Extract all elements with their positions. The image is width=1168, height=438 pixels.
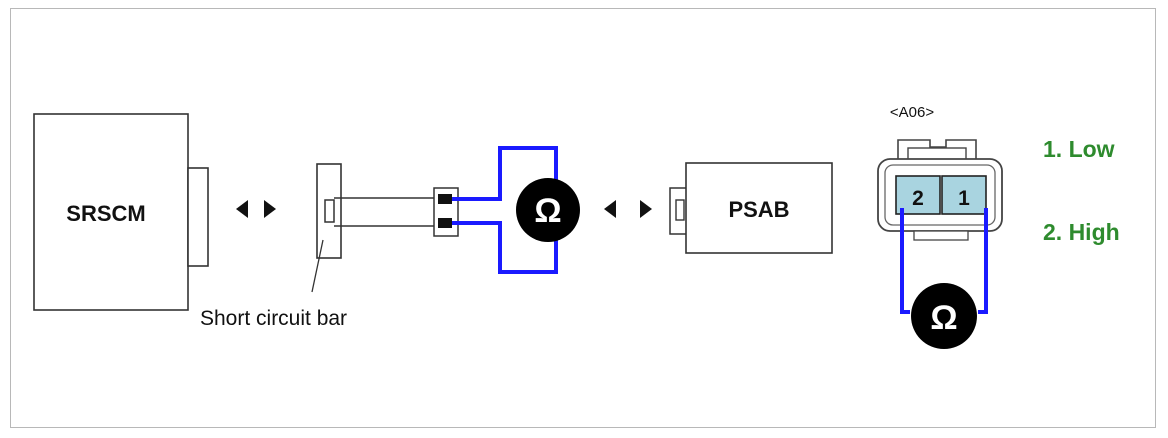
- meter-wires-1: [452, 146, 558, 274]
- psab-module: PSAB: [669, 162, 833, 254]
- ohm-icon: Ω: [930, 299, 957, 337]
- meter-wires-2: [900, 208, 988, 314]
- short-circuit-bar: Short circuit bar: [200, 163, 459, 330]
- connect-arrows-1: [236, 200, 276, 218]
- connect-arrows-2: [604, 200, 652, 218]
- connector-label: <A06>: [890, 104, 934, 121]
- diagram-frame: [10, 8, 1156, 428]
- ohmmeter-1: Ω: [516, 178, 580, 242]
- arrow-left-icon: [236, 200, 248, 218]
- arrow-left-icon: [604, 200, 616, 218]
- legend-item-low: 1. Low: [1043, 136, 1115, 162]
- ohm-icon: Ω: [534, 192, 561, 230]
- legend-item-high: 2. High: [1043, 219, 1120, 245]
- srscm-module: SRSCM: [33, 113, 209, 311]
- srscm-label: SRSCM: [66, 201, 145, 226]
- pin-1: 1: [958, 187, 970, 210]
- pin-2: 2: [912, 187, 924, 210]
- connector-a06: <A06> 2 1: [877, 104, 1003, 241]
- arrow-right-icon: [264, 200, 276, 218]
- ohmmeter-2: Ω: [911, 283, 977, 349]
- arrow-right-icon: [640, 200, 652, 218]
- psab-label: PSAB: [728, 197, 789, 222]
- pin-legend: 1. Low 2. High: [1043, 136, 1120, 245]
- short-circuit-bar-label: Short circuit bar: [200, 307, 347, 330]
